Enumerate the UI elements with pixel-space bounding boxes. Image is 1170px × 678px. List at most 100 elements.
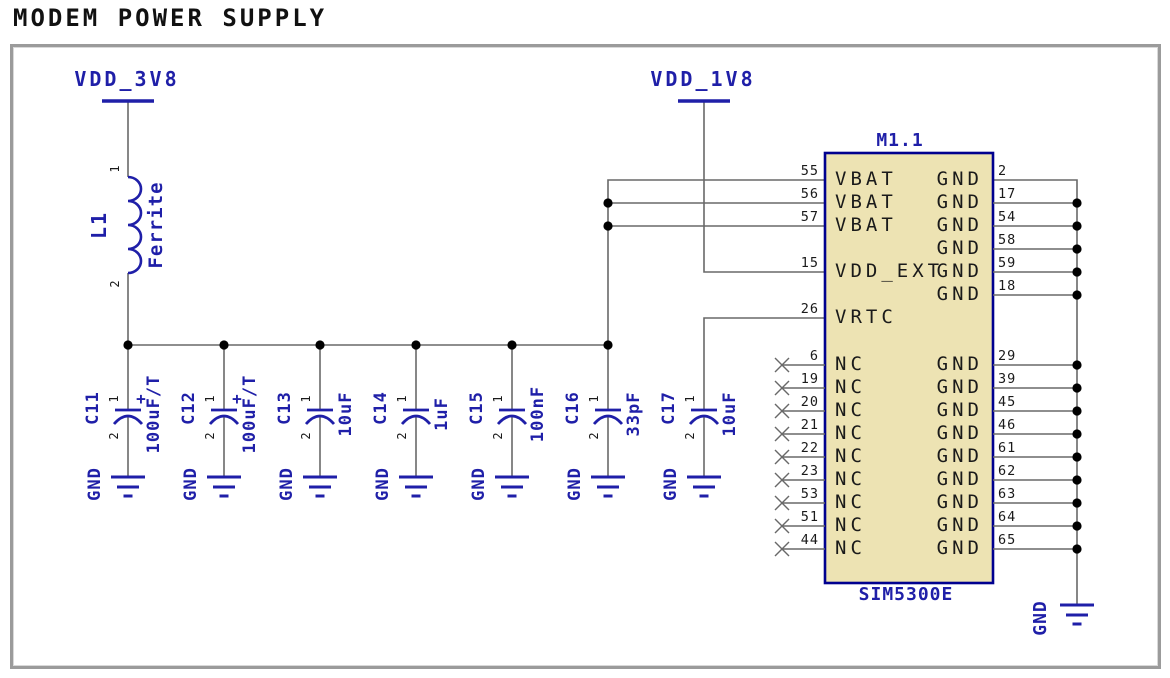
gnd-label: GND	[85, 467, 105, 501]
pin-number: 63	[998, 486, 1016, 502]
pin-number: 57	[801, 209, 819, 225]
pin-number: 17	[998, 186, 1016, 202]
junction-dot	[1072, 290, 1082, 300]
net-label: VDD_1V8	[650, 67, 755, 91]
net-label: VDD_3V8	[74, 67, 179, 91]
pin-name: GND	[937, 537, 983, 559]
junction-dot	[507, 340, 517, 350]
wire	[993, 179, 1078, 605]
pin-number: 22	[801, 440, 819, 456]
pin-number: 1	[108, 165, 122, 172]
inductor-value: Ferrite	[145, 181, 167, 268]
inductor-coil	[127, 175, 143, 275]
pin-number: 2	[107, 432, 121, 439]
cap-ref: C12	[179, 391, 199, 425]
junction-dot	[1072, 221, 1082, 231]
pin-name: GND	[937, 422, 983, 444]
plus-sign: +	[232, 389, 242, 408]
pin-number: 64	[998, 509, 1016, 525]
gnd-label: GND	[565, 467, 585, 501]
pin-name: NC	[835, 353, 866, 375]
nc-marker	[774, 357, 790, 373]
pin-number: 1	[395, 395, 409, 402]
nc-marker	[774, 541, 790, 557]
pin-name: GND	[937, 491, 983, 513]
pin-name: NC	[835, 491, 866, 513]
cap-value: 1uF	[432, 397, 452, 431]
pin-number: 6	[810, 348, 819, 364]
curved-plate	[112, 414, 144, 425]
pin-number: 56	[801, 186, 819, 202]
pin-name: NC	[835, 376, 866, 398]
pin-name: GND	[937, 168, 983, 190]
curved-plate	[208, 414, 240, 425]
pin-number: 29	[998, 348, 1016, 364]
cap-ref: C13	[275, 391, 295, 425]
gnd-label: GND	[469, 467, 489, 501]
pin-number: 2	[108, 280, 122, 287]
pin-name: NC	[835, 399, 866, 421]
wire	[703, 317, 825, 410]
cap-ref: C14	[371, 391, 391, 425]
pin-number: 18	[998, 278, 1016, 294]
gnd-label: GND	[181, 467, 201, 501]
pin-name: GND	[937, 237, 983, 259]
pin-name: NC	[835, 537, 866, 559]
gnd-label: GND	[373, 467, 393, 501]
power-flag-vdd_1v8: VDD_1V8	[650, 67, 755, 103]
pin-name: NC	[835, 422, 866, 444]
gnd-label: GND	[1030, 600, 1051, 636]
pin-name: GND	[937, 376, 983, 398]
junction-dot	[1072, 244, 1082, 254]
pin-name: GND	[937, 283, 983, 305]
wire	[607, 179, 825, 345]
curved-plate	[688, 414, 720, 425]
nc-marker	[774, 449, 790, 465]
pin-number: 23	[801, 463, 819, 479]
pin-number: 2	[299, 432, 313, 439]
pin-number: 44	[801, 532, 819, 548]
pin-number: 59	[998, 255, 1016, 271]
nc-marker	[774, 518, 790, 534]
pin-number: 61	[998, 440, 1016, 456]
pin-number: 1	[587, 395, 601, 402]
junction-dot	[1072, 544, 1082, 554]
nc-marker	[774, 472, 790, 488]
cap-ref: C11	[83, 391, 103, 425]
junction-dot	[315, 340, 325, 350]
pin-number: 1	[107, 395, 121, 402]
pin-number: 2	[491, 432, 505, 439]
pin-name: NC	[835, 445, 866, 467]
cap-ref: C16	[563, 391, 583, 425]
pin-number: 46	[998, 417, 1016, 433]
pin-number: 26	[801, 301, 819, 317]
nc-marker	[774, 403, 790, 419]
pin-name: GND	[937, 214, 983, 236]
pin-number: 2	[587, 432, 601, 439]
junction-dots	[123, 198, 1082, 554]
pin-number: 2	[683, 432, 697, 439]
pin-name: VBAT	[835, 191, 897, 213]
cap-value: 100uF/T	[240, 375, 260, 454]
cap-value: 100nF	[528, 386, 548, 442]
plus-sign: +	[136, 389, 146, 408]
cap-value: 33pF	[624, 392, 644, 437]
junction-dot	[1072, 406, 1082, 416]
pin-number: 65	[998, 532, 1016, 548]
pin-number: 1	[299, 395, 313, 402]
junction-dot	[1072, 267, 1082, 277]
pin-name: GND	[937, 353, 983, 375]
curved-plate	[400, 414, 432, 425]
ic-designator: M1.1	[876, 130, 923, 151]
junction-dot	[1072, 198, 1082, 208]
pin-name: NC	[835, 468, 866, 490]
junction-dot	[1072, 383, 1082, 393]
pin-number: 2	[203, 432, 217, 439]
